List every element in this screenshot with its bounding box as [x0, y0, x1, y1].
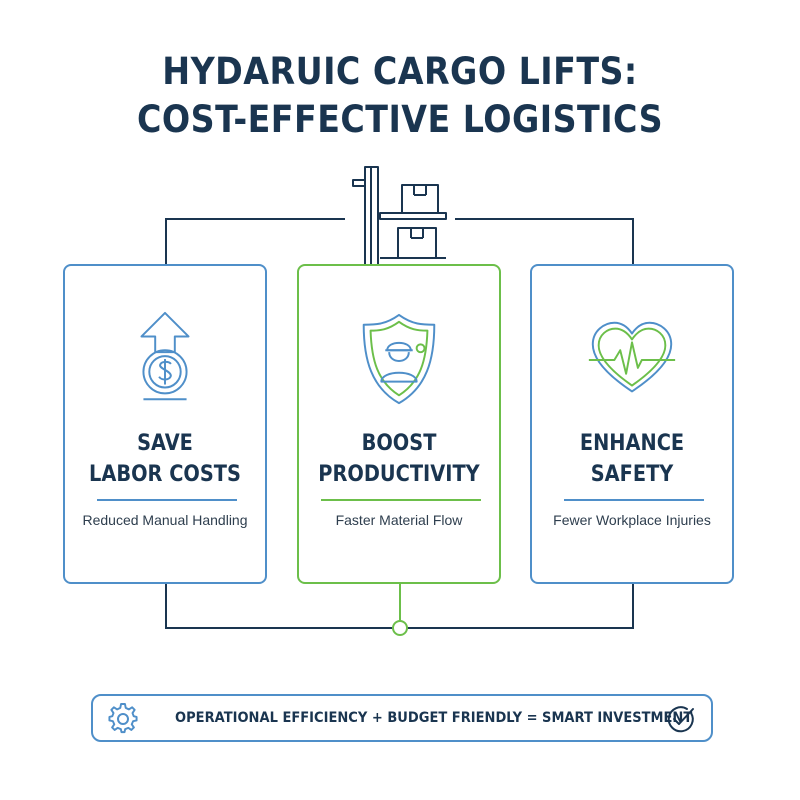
card-divider: [564, 499, 704, 501]
card-save-labor-costs: SAVE LABOR COSTS Reduced Manual Handling: [63, 264, 267, 584]
card-subtitle: Faster Material Flow: [335, 512, 463, 528]
card-subtitle: Fewer Workplace Injuries: [553, 512, 711, 528]
top-left-connector: [165, 218, 345, 264]
heart-pulse-icon: [588, 321, 676, 393]
hydraulic-lift-with-boxes-icon: [347, 166, 451, 272]
title-line-2: COST-EFFECTIVE LOGISTICS: [136, 98, 663, 141]
card-heading: ENHANCE SAFETY: [579, 431, 685, 487]
card-enhance-safety: ENHANCE SAFETY Fewer Workplace Injuries: [530, 264, 734, 584]
title-line-1: HYDARUIC CARGO LIFTS:: [162, 50, 638, 93]
banner-text: OPERATIONAL EFFICIENCY + BUDGET FRIENDLY…: [175, 710, 693, 726]
bottom-junction-node: [392, 620, 408, 636]
top-right-connector: [455, 218, 634, 264]
dollar-arrow-up-icon: [140, 311, 190, 401]
card-heading: SAVE LABOR COSTS: [89, 431, 241, 487]
page-title: HYDARUIC CARGO LIFTS: COST-EFFECTIVE LOG…: [40, 48, 760, 144]
summary-banner: OPERATIONAL EFFICIENCY + BUDGET FRIENDLY…: [91, 694, 713, 742]
gear-icon: [108, 703, 138, 734]
worker-shield-icon: [362, 313, 436, 405]
card-heading: BOOST PRODUCTIVITY: [318, 431, 480, 487]
card-divider: [321, 499, 481, 501]
card-boost-productivity: BOOST PRODUCTIVITY Faster Material Flow: [297, 264, 501, 584]
card-subtitle: Reduced Manual Handling: [82, 512, 248, 528]
check-circle-icon: [667, 706, 694, 733]
card-divider: [97, 499, 237, 501]
